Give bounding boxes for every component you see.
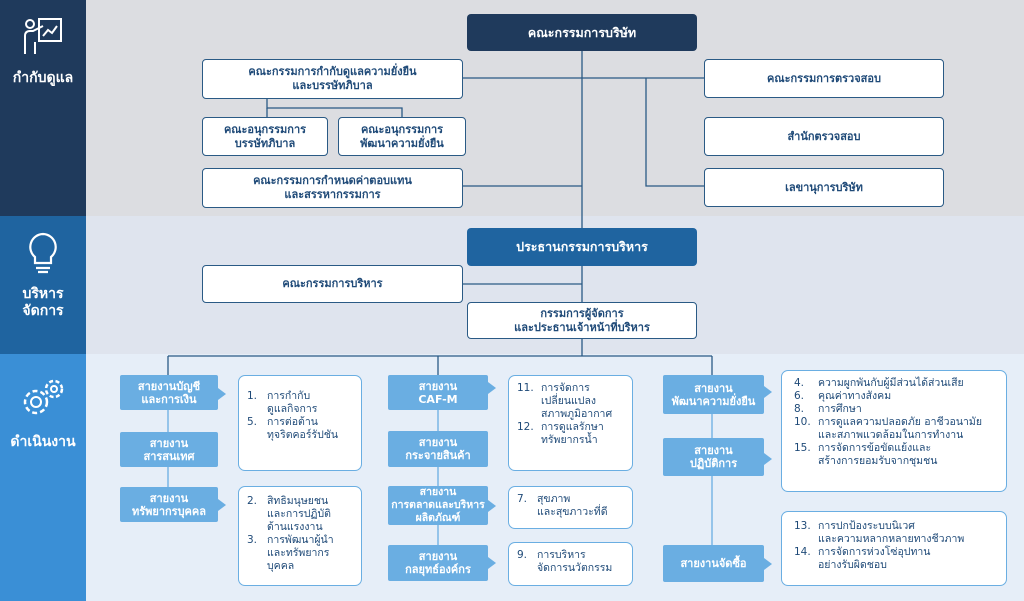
sub-committee-governance: คณะอนุกรรมการ บรรษัทภิบาล — [202, 117, 328, 156]
company-secretary: เลขานุการบริษัท — [704, 168, 944, 207]
sustainability-governance-committee: คณะกรรมการกำกับดูแลความยั่งยืน และบรรษัท… — [202, 59, 463, 99]
internal-audit-office: สำนักตรวจสอบ — [704, 117, 944, 156]
detail-col2-a: 11.การจัดการ เปลี่ยนแปลง สภาพภูมิอากาศ 1… — [508, 375, 633, 471]
list-item: 11.การจัดการ เปลี่ยนแปลง สภาพภูมิอากาศ — [517, 382, 613, 420]
list-item: 15.การจัดการข้อขัดแย้งและ สร้างการยอมรับ… — [794, 442, 938, 467]
executive-committee: คณะกรรมการบริหาร — [202, 265, 463, 303]
sidebar-label-management: บริหาร จัดการ — [22, 286, 64, 319]
remuneration-committee: คณะกรรมการกำหนดค่าตอบแทน และสรรหากรรมการ — [202, 168, 463, 208]
presentation-icon — [24, 18, 62, 54]
unit-procurement: สายงานจัดซื้อ — [663, 545, 764, 582]
detail-col2-c: 9.การบริหาร จัดการนวัตกรรม — [508, 542, 633, 586]
managing-director: กรรมการผู้จัดการ และประธานเจ้าหน้าที่บริ… — [467, 302, 697, 339]
detail-col2-b: 7.สุขภาพ และสุขภาวะที่ดี — [508, 486, 633, 529]
detail-col1-a: 1.การกำกับ ดูแลกิจการ 5.การต่อต้าน ทุจริ… — [238, 375, 362, 471]
sidebar-label-governance: กำกับดูแล — [12, 70, 74, 86]
detail-col3-a: 4.ความผูกพันกับผู้มีส่วนได้ส่วนเสีย 6.คุ… — [781, 370, 1007, 492]
list-item: 6.คุณค่าทางสังคม — [794, 390, 892, 402]
unit-corporate-strategy: สายงาน กลยุทธ์องค์กร — [388, 545, 488, 581]
lightbulb-icon — [29, 232, 57, 274]
sidebar-label-operations: ดำเนินงาน — [10, 434, 76, 450]
sidebar-operations: ดำเนินงาน — [0, 354, 86, 601]
gears-icon — [23, 379, 64, 415]
unit-accounting-finance: สายงานบัญชี และการเงิน — [120, 375, 218, 410]
list-item: 8.การศึกษา — [794, 403, 862, 415]
sub-committee-sustainability: คณะอนุกรรมการ พัฒนาความยั่งยืน — [338, 117, 466, 156]
unit-distribution: สายงาน กระจายสินค้า — [388, 431, 488, 467]
detail-col3-b: 13.การปกป้องระบบนิเวศ และความหลากหลายทาง… — [781, 511, 1007, 586]
list-item: 7.สุขภาพ และสุขภาวะที่ดี — [517, 493, 608, 518]
unit-operations: สายงาน ปฏิบัติการ — [663, 438, 764, 476]
executive-chairman: ประธานกรรมการบริหาร — [467, 228, 697, 266]
list-item: 4.ความผูกพันกับผู้มีส่วนได้ส่วนเสีย — [794, 377, 964, 389]
unit-it: สายงาน สารสนเทศ — [120, 432, 218, 467]
unit-marketing-product: สายงาน การตลาดและบริหาร ผลิตภัณฑ์ — [388, 486, 488, 525]
sidebar-management: บริหาร จัดการ — [0, 216, 86, 354]
list-item: 2.สิทธิมนุษยชน และการปฏิบัติ ด้านแรงงาน — [247, 495, 331, 533]
detail-col1-b: 2.สิทธิมนุษยชน และการปฏิบัติ ด้านแรงงาน … — [238, 486, 362, 586]
audit-committee: คณะกรรมการตรวจสอบ — [704, 59, 944, 98]
board-of-directors: คณะกรรมการบริษัท — [467, 14, 697, 51]
list-item: 3.การพัฒนาผู้นำ และทรัพยากรบุคคล — [247, 534, 334, 572]
sidebar-governance: กำกับดูแล — [0, 0, 86, 216]
list-item: 9.การบริหาร จัดการนวัตกรรม — [517, 549, 613, 574]
list-item: 10.การดูแลความปลอดภัย อาชีวอนามัย และสภา… — [794, 416, 982, 441]
list-item: 13.การปกป้องระบบนิเวศ และความหลากหลายทาง… — [794, 520, 965, 545]
list-item: 1.การกำกับ ดูแลกิจการ — [247, 390, 318, 415]
unit-caf-m: สายงาน CAF-M — [388, 375, 488, 410]
list-item: 14.การจัดการห่วงโซ่อุปทาน อย่างรับผิดชอบ — [794, 546, 931, 571]
list-item: 5.การต่อต้าน ทุจริตคอร์รัปชัน — [247, 416, 339, 441]
unit-sustainability-development: สายงาน พัฒนาความยั่งยืน — [663, 375, 764, 414]
unit-hr: สายงาน ทรัพยากรบุคคล — [120, 487, 218, 522]
list-item: 12.การดูแลรักษา ทรัพยากรน้ำ — [517, 421, 604, 446]
